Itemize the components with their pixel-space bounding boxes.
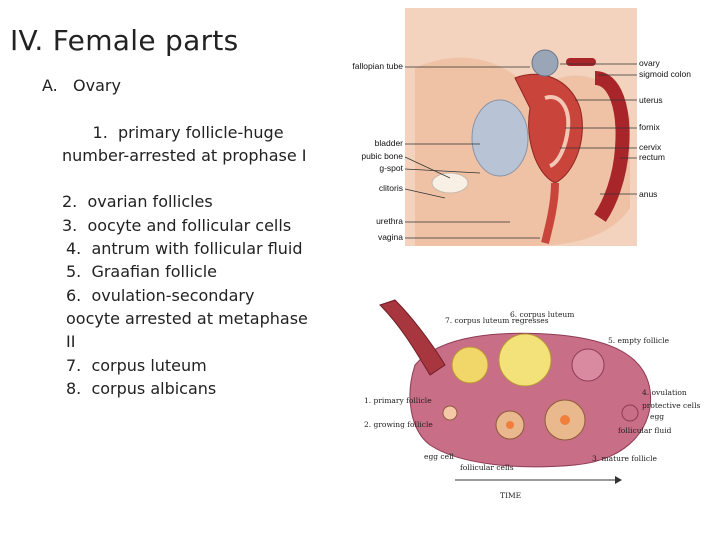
label-g-spot: g-spot [379, 163, 403, 173]
fallopian-tube-shape [379, 299, 446, 376]
label-anus: anus [639, 189, 657, 199]
ovarian-cycle-diagram: 7. corpus luteum regresses 6. corpus lut… [364, 299, 700, 500]
label-fornix: fornix [639, 122, 661, 132]
mature-follicle-egg [560, 415, 570, 425]
label-uterus: uterus [639, 95, 663, 105]
outline-item-1: 1. primary follicle-huge number-arrested… [10, 97, 310, 190]
label-ovulation: 4. ovulation [642, 388, 687, 397]
label-protective-cells: protective cells [642, 401, 700, 410]
outline-item-7: 7. corpus luteum [66, 355, 207, 375]
label-growing-follicle: 2. growing follicle [364, 420, 433, 429]
outline-item-6: 6. ovulation-secondary oocyte arrested a… [66, 285, 313, 352]
ovulated-egg-shape [621, 404, 639, 422]
bladder-shape [471, 99, 529, 177]
label-clitoris: clitoris [379, 183, 403, 193]
outline-item-8: 8. corpus albicans [66, 378, 217, 398]
corpus-luteum-regresses-shape [451, 346, 489, 384]
leader-gspot [404, 168, 481, 174]
outline-item-1-text: 1. primary follicle-huge number-arrested… [62, 122, 307, 165]
leader-pubic [404, 156, 451, 179]
label-primary-follicle: 1. primary follicle [364, 396, 432, 405]
label-sigmoid-colon: sigmoid colon [639, 69, 691, 79]
label-empty-follicle: 5. empty follicle [608, 336, 670, 345]
corpus-luteum-shape [498, 333, 552, 387]
label-cervix: cervix [639, 142, 662, 152]
primary-follicle-shape [442, 405, 458, 421]
uterus-shape [514, 73, 583, 184]
leader-clitoris [404, 188, 446, 199]
label-urethra: urethra [376, 216, 403, 226]
label-follicular-fluid: follicular fluid [618, 426, 672, 435]
pubic-bone-shape [431, 172, 469, 194]
empty-follicle-shape [571, 348, 605, 382]
label-pubic-bone: pubic bone [361, 151, 403, 161]
time-arrow-head [615, 476, 622, 484]
label-bladder: bladder [375, 138, 404, 148]
label-corpus-luteum-regresses: 7. corpus luteum regresses [445, 316, 549, 325]
label-corpus-luteum: 6. corpus luteum [510, 310, 574, 319]
label-time: TIME [500, 491, 521, 500]
label-ovary: ovary [639, 58, 661, 68]
label-egg-cell: egg cell [424, 452, 454, 461]
vagina-shape [541, 182, 559, 244]
outline-item-2: 2. ovarian follicles [62, 192, 213, 212]
label-mature-follicle: 3. mature follicle [592, 454, 657, 463]
female-anatomy-diagram: fallopian tube bladder pubic bone g-spot… [352, 8, 691, 246]
ovary-shape [531, 49, 559, 77]
label-follicular-cells: follicular cells [460, 463, 514, 472]
label-egg: egg [650, 412, 664, 421]
outline-item-4: 4. antrum with follicular fluid [66, 239, 303, 259]
outline-item-3: 3. oocyte and follicular cells [62, 215, 292, 235]
anatomy-leader-lines [404, 63, 637, 239]
label-fallopian-tube: fallopian tube [352, 61, 403, 71]
growing-follicle-egg [506, 421, 514, 429]
sigmoid-colon-shape [566, 58, 596, 66]
slide-title: IV. Female parts [10, 24, 239, 57]
label-rectum: rectum [639, 152, 665, 162]
outline: A. Ovary 1. primary follicle-huge number… [10, 74, 310, 400]
outline-heading: A. Ovary [42, 76, 121, 95]
label-vagina: vagina [378, 232, 403, 242]
outline-item-5: 5. Graafian follicle [66, 262, 217, 282]
